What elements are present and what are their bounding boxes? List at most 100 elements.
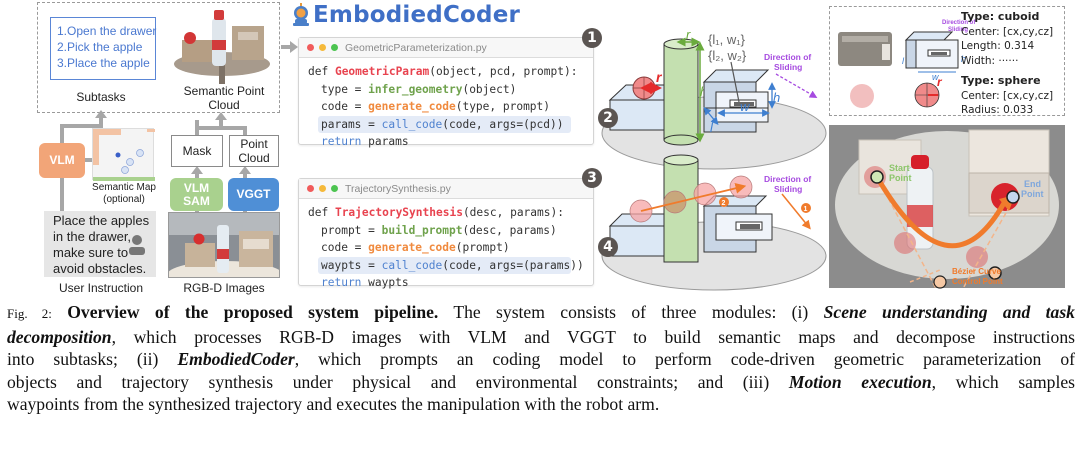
code-line: code = generate_code(prompt): [321, 241, 510, 254]
arrow-right-icon: [290, 41, 298, 53]
code-line: def TrajectorySynthesis(desc, params):: [308, 206, 564, 219]
svg-text:r: r: [686, 30, 691, 42]
step-badge-2: 2: [598, 108, 618, 128]
semantic-map-label: Semantic Map (optional): [88, 182, 160, 206]
code-filename: GeometricParameterization.py: [345, 41, 487, 54]
motion-execution-illustration: Start Point End Point: [829, 125, 1065, 288]
scene-geometric-parameterization: r r h h w l {l₁, w₁} {l₂, w₂} Dir: [601, 30, 827, 170]
code-window-header: GeometricParameterization.py: [299, 38, 593, 58]
svg-text:{l₂, w₂}: {l₂, w₂}: [708, 48, 747, 63]
code-line: def GeometricParam(object, pcd, prompt):: [308, 65, 578, 78]
svg-text:l: l: [710, 120, 714, 135]
end-point-marker: [1006, 190, 1020, 204]
code-line: return waypts: [321, 276, 409, 289]
rgbd-images-label: RGB-D Images: [183, 281, 265, 295]
sphere-radius: Radius: 0.033: [961, 104, 1034, 116]
svg-text:Sliding: Sliding: [774, 62, 802, 72]
svg-text:End: End: [1024, 179, 1041, 189]
robot-mascot-icon: [293, 3, 309, 26]
rgbd-scene-illustration: [169, 213, 279, 277]
start-point-marker: [870, 170, 884, 184]
svg-text:Control Point: Control Point: [952, 277, 1003, 286]
arrow-up-icon: [215, 112, 227, 120]
close-dot-icon: [307, 44, 314, 51]
maximize-dot-icon: [331, 44, 338, 51]
code-line: return params: [321, 135, 409, 148]
table-scene-illustration: [174, 10, 270, 84]
svg-text:h: h: [773, 90, 780, 105]
user-instruction-label: User Instruction: [58, 281, 144, 295]
figure-number: Fig. 2:: [7, 306, 52, 321]
svg-text:Point: Point: [889, 173, 912, 183]
label-line: SAM: [183, 193, 210, 208]
geometry-params-dashed-region: [829, 6, 1065, 116]
caption-line: objects and trajectory synthesis under p…: [7, 371, 1075, 392]
label-line: Cloud: [208, 98, 240, 112]
instruction-line: avoid obstacles.: [53, 261, 147, 276]
motion-execution-image: Start Point End Point: [829, 125, 1065, 288]
svg-text:w: w: [932, 72, 939, 82]
arrow-up-icon: [239, 166, 251, 174]
label-line: (optional): [103, 194, 145, 205]
code-line: code = generate_code(type, prompt): [321, 100, 551, 113]
subtask-item: 2.Pick the apple: [57, 40, 143, 54]
embodied-coder-title: EmbodiedCoder: [313, 2, 521, 28]
trajectory-synthesis-code-window: TrajectorySynthesis.py def TrajectorySyn…: [298, 178, 594, 289]
svg-text:Direction of: Direction of: [764, 174, 811, 184]
code-body: def GeometricParam(object, pcd, prompt):…: [299, 58, 593, 151]
label-line: Semantic Map: [92, 182, 156, 193]
sphere-center: Center: [cx,cy,cz]: [961, 89, 1054, 102]
close-dot-icon: [307, 185, 314, 192]
sphere-params: Type: sphere Center: [cx,cy,cz] Radius: …: [961, 74, 1053, 118]
cuboid-type: Type: cuboid: [961, 10, 1040, 23]
maximize-dot-icon: [331, 185, 338, 192]
instruction-line: Place the apples: [53, 213, 150, 228]
step-badge-1: 1: [582, 28, 602, 48]
minimize-dot-icon: [319, 185, 326, 192]
semantic-point-cloud-label: Semantic Point Cloud: [174, 84, 274, 112]
code-line: prompt = build_prompt(desc, params): [321, 223, 557, 237]
cuboid-params: Type: cuboid Center: [cx,cy,cz] Length: …: [961, 10, 1053, 68]
scene-illustrations: r r h h w l {l₁, w₁} {l₂, w₂} Dir: [601, 30, 827, 291]
sphere-pointcloud-image: [850, 84, 874, 108]
svg-text:{l₁, w₁}: {l₁, w₁}: [708, 32, 746, 47]
svg-text:Direction of: Direction of: [764, 52, 811, 62]
minimize-dot-icon: [319, 44, 326, 51]
svg-text:Sliding: Sliding: [774, 184, 802, 194]
scene-trajectory-synthesis: 2 Direction of Sliding 1: [601, 154, 827, 291]
user-instruction-box: Place the apples in the drawer, make sur…: [44, 211, 156, 277]
control-point-marker: [988, 266, 1002, 280]
subtasks-label: Subtasks: [76, 90, 126, 104]
svg-text:Bézier Curve: Bézier Curve: [952, 267, 1001, 276]
caption-title: Overview of the proposed system pipeline…: [67, 302, 439, 322]
cuboid-width: Width: ······: [961, 54, 1019, 67]
label-line: VLM: [183, 180, 210, 195]
bezier-control-point-annotation: Bézier Curve Control Point: [909, 267, 1003, 289]
semantic-map-image: [92, 128, 155, 181]
svg-text:r: r: [937, 75, 943, 89]
geometric-parameterization-code-window: GeometricParameterization.py def Geometr…: [298, 37, 594, 148]
vlm-badge: VLM: [39, 143, 85, 178]
svg-text:Start: Start: [889, 163, 910, 173]
user-icon: [129, 235, 145, 255]
instruction-line: make sure to: [53, 245, 129, 260]
subtasks-list: 1.Open the drawer 2.Pick the apple 3.Pla…: [50, 17, 156, 80]
cuboid-center: Center: [cx,cy,cz]: [961, 25, 1054, 38]
code-line: type = infer_geometry(object): [321, 82, 517, 96]
rgbd-image: [168, 212, 280, 278]
caption-line: decomposition, which processes RGB-D ima…: [7, 326, 1075, 347]
caption-line: waypoints from the synthesized trajector…: [7, 394, 660, 415]
svg-text:h: h: [961, 54, 966, 64]
vlm-sam-badge: VLM SAM: [170, 178, 223, 211]
svg-text:Sliding: Sliding: [948, 27, 968, 33]
step-badge-3: 3: [582, 168, 602, 188]
step-badge-4: 4: [598, 237, 618, 257]
label-line: Semantic Point: [183, 84, 265, 98]
subtask-item: 1.Open the drawer: [57, 24, 157, 38]
subtask-item: 3.Place the apple: [57, 56, 150, 70]
label-line: Cloud: [238, 151, 270, 165]
caption-line: into subtasks; (ii) EmbodiedCoder, which…: [7, 349, 1075, 370]
pipeline-figure: 1.Open the drawer 2.Pick the apple 3.Pla…: [37, 2, 1065, 295]
svg-text:w: w: [740, 99, 751, 114]
svg-text:Direction of: Direction of: [942, 20, 976, 26]
